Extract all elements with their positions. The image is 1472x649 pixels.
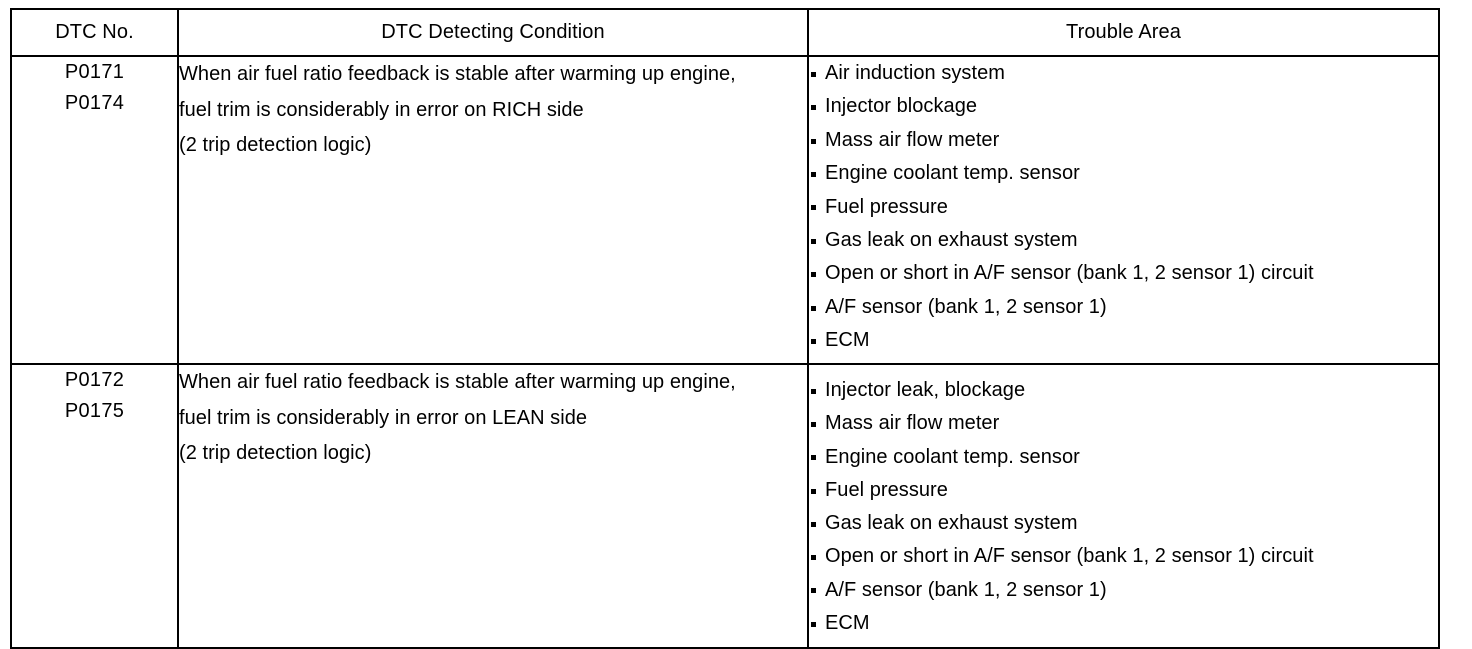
trouble-area-list: Injector leak, blockage Mass air flow me… xyxy=(809,374,1438,640)
table-header: DTC No. DTC Detecting Condition Trouble … xyxy=(10,8,1440,57)
bullet-icon xyxy=(811,305,816,311)
list-item: ECM xyxy=(809,324,1438,357)
column-header-trouble-area: Trouble Area xyxy=(807,8,1440,57)
bullet-icon xyxy=(811,588,816,594)
header-row: DTC No. DTC Detecting Condition Trouble … xyxy=(10,8,1440,57)
list-item: Engine coolant temp. sensor xyxy=(809,157,1438,190)
list-item: Injector leak, blockage xyxy=(809,374,1438,407)
list-item: A/F sensor (bank 1, 2 sensor 1) xyxy=(809,291,1438,324)
bullet-icon xyxy=(811,71,816,77)
dtc-code: P0175 xyxy=(64,400,125,422)
bullet-icon xyxy=(811,338,816,344)
cell-detecting-condition: When air fuel ratio feedback is stable a… xyxy=(177,55,809,365)
dtc-code: P0171 xyxy=(64,61,125,83)
dtc-diagnostic-table: DTC No. DTC Detecting Condition Trouble … xyxy=(10,8,1440,649)
bullet-icon xyxy=(811,388,816,394)
list-item-label: Engine coolant temp. sensor xyxy=(825,445,1080,468)
list-item: Open or short in A/F sensor (bank 1, 2 s… xyxy=(809,257,1438,290)
bullet-icon xyxy=(811,521,816,527)
condition-line: (2 trip detection logic) xyxy=(179,442,372,465)
bullet-icon xyxy=(811,421,816,427)
bullet-icon xyxy=(811,272,816,278)
condition-line: fuel trim is considerably in error on LE… xyxy=(179,406,588,429)
bullet-icon xyxy=(811,555,816,561)
list-item-label: A/F sensor (bank 1, 2 sensor 1) xyxy=(825,295,1107,318)
cell-trouble-area: Injector leak, blockage Mass air flow me… xyxy=(807,363,1440,649)
list-item: Fuel pressure xyxy=(809,191,1438,224)
table-body: P0171 P0174 When air fuel ratio feedback… xyxy=(10,55,1440,649)
list-item: Engine coolant temp. sensor xyxy=(809,441,1438,474)
list-item: Gas leak on exhaust system xyxy=(809,507,1438,540)
cell-dtc-no: P0171 P0174 xyxy=(10,55,179,365)
list-item: A/F sensor (bank 1, 2 sensor 1) xyxy=(809,574,1438,607)
list-item: ECM xyxy=(809,607,1438,640)
table-row: P0172 P0175 When air fuel ratio feedback… xyxy=(10,363,1440,649)
list-item-label: ECM xyxy=(825,329,870,352)
list-item-label: Injector blockage xyxy=(825,95,978,118)
condition-line: When air fuel ratio feedback is stable a… xyxy=(179,63,736,85)
list-item-label: Fuel pressure xyxy=(825,478,948,501)
list-item: Mass air flow meter xyxy=(809,407,1438,440)
list-item-label: Mass air flow meter xyxy=(825,412,1000,435)
dtc-code: P0174 xyxy=(64,92,125,114)
list-item: Fuel pressure xyxy=(809,474,1438,507)
list-item: Open or short in A/F sensor (bank 1, 2 s… xyxy=(809,540,1438,573)
condition-line: (2 trip detection logic) xyxy=(179,134,372,157)
table-row: P0171 P0174 When air fuel ratio feedback… xyxy=(10,55,1440,365)
bullet-icon xyxy=(811,488,816,494)
cell-detecting-condition: When air fuel ratio feedback is stable a… xyxy=(177,363,809,649)
list-item-label: Mass air flow meter xyxy=(825,128,1000,151)
list-item: Mass air flow meter xyxy=(809,124,1438,157)
list-item-label: Air induction system xyxy=(825,62,1005,84)
list-item-label: Fuel pressure xyxy=(825,195,948,218)
list-item-label: Gas leak on exhaust system xyxy=(825,229,1078,252)
bullet-icon xyxy=(811,621,816,627)
list-item: Injector blockage xyxy=(809,90,1438,123)
cell-trouble-area: Air induction system Injector blockage M… xyxy=(807,55,1440,365)
bullet-icon xyxy=(811,205,816,211)
list-item: Gas leak on exhaust system xyxy=(809,224,1438,257)
dtc-code: P0172 xyxy=(64,369,125,391)
trouble-area-list: Air induction system Injector blockage M… xyxy=(809,57,1438,358)
list-item-label: Open or short in A/F sensor (bank 1, 2 s… xyxy=(825,262,1314,285)
condition-line: When air fuel ratio feedback is stable a… xyxy=(179,371,736,393)
list-item-label: Gas leak on exhaust system xyxy=(825,512,1078,535)
bullet-icon xyxy=(811,138,816,144)
list-item-label: ECM xyxy=(825,612,870,635)
list-item-label: Engine coolant temp. sensor xyxy=(825,162,1080,185)
bullet-icon xyxy=(811,455,816,461)
list-item-label: A/F sensor (bank 1, 2 sensor 1) xyxy=(825,578,1107,601)
cell-dtc-no: P0172 P0175 xyxy=(10,363,179,649)
column-header-dtc-detecting-condition: DTC Detecting Condition xyxy=(177,8,809,57)
list-item-label: Injector leak, blockage xyxy=(825,379,1026,401)
condition-line: fuel trim is considerably in error on RI… xyxy=(179,98,584,121)
bullet-icon xyxy=(811,171,816,177)
column-header-dtc-no: DTC No. xyxy=(10,8,179,57)
bullet-icon xyxy=(811,238,816,244)
list-item-label: Open or short in A/F sensor (bank 1, 2 s… xyxy=(825,545,1314,568)
bullet-icon xyxy=(811,105,816,111)
list-item: Air induction system xyxy=(809,57,1438,90)
